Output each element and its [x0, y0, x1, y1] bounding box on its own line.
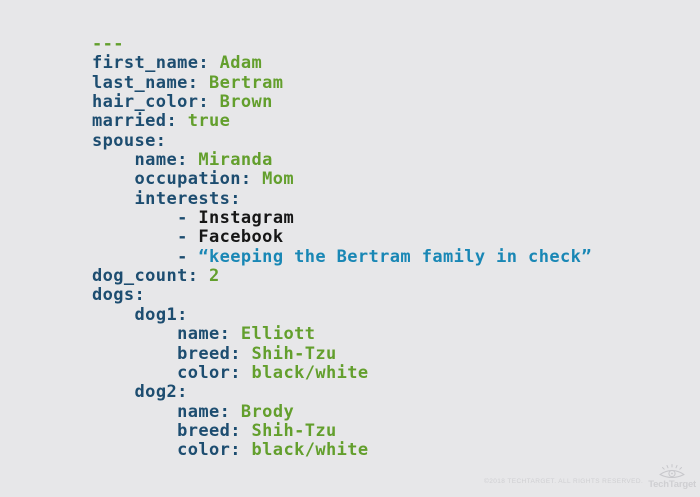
- code-line: married: true: [92, 112, 592, 131]
- code-line: color: black/white: [92, 441, 592, 460]
- code-segment-key: occupation:: [134, 169, 252, 190]
- code-segment-value: true: [177, 111, 231, 132]
- techtarget-logo: TechTarget: [648, 463, 696, 490]
- code-segment-key: breed:: [177, 343, 241, 364]
- code-segment-key: dog1:: [134, 304, 188, 325]
- code-line: occupation: Mom: [92, 170, 592, 189]
- copyright-text: ©2018 TECHTARGET. ALL RIGHTS RESERVED.: [484, 478, 644, 485]
- code-segment-value: ---: [92, 34, 124, 54]
- code-segment-key: name:: [177, 401, 231, 422]
- code-segment-key: married:: [92, 111, 178, 132]
- code-segment-key: -: [177, 208, 199, 229]
- code-segment-key: name:: [177, 324, 231, 345]
- code-segment-key: breed:: [177, 420, 241, 441]
- code-line: - Facebook: [92, 228, 592, 247]
- code-segment-key: hair_color:: [92, 92, 209, 113]
- code-segment-value: Miranda: [187, 150, 273, 171]
- code-segment-value: Brown: [208, 92, 273, 113]
- code-segment-key: -: [177, 246, 199, 267]
- code-line: spouse:: [92, 130, 592, 151]
- code-line: ---: [92, 34, 592, 54]
- code-line: dog1:: [92, 304, 592, 325]
- code-segment-key: spouse:: [92, 130, 167, 151]
- code-segment-key: -: [177, 227, 199, 248]
- code-line: color: black/white: [92, 362, 592, 383]
- code-segment-value: Shih-Tzu: [240, 420, 337, 441]
- code-segment-value: black/white: [240, 362, 369, 383]
- code-segment-key: color:: [177, 362, 241, 383]
- code-line: name: Brody: [92, 401, 592, 422]
- code-segment-value: Mom: [251, 169, 295, 190]
- code-line: dog2:: [92, 383, 592, 402]
- code-line: breed: Shih-Tzu: [92, 420, 592, 441]
- code-line: last_name: Bertram: [92, 72, 592, 93]
- code-segment-key: first_name:: [92, 53, 209, 74]
- techtarget-logo-text: TechTarget: [648, 478, 696, 490]
- code-segment-value: Brody: [230, 401, 295, 422]
- code-line: hair_color: Brown: [92, 92, 592, 113]
- code-segment-key: name:: [134, 150, 188, 171]
- code-line: - “keeping the Bertram family in check”: [92, 246, 592, 267]
- code-segment-key: dog_count:: [92, 266, 199, 287]
- code-segment-key: color:: [177, 440, 241, 461]
- code-segment-plain: Facebook: [198, 227, 284, 248]
- code-line: name: Elliott: [92, 324, 592, 345]
- code-segment-value: Bertram: [198, 72, 284, 93]
- code-segment-value: Elliott: [230, 324, 316, 345]
- code-line: dogs:: [92, 286, 592, 305]
- code-segment-key: last_name:: [92, 72, 199, 93]
- code-segment-string: “keeping the Bertram family in check”: [198, 246, 592, 267]
- code-line: interests:: [92, 188, 592, 209]
- code-line: dog_count: 2: [92, 266, 592, 287]
- code-segment-key: dogs:: [92, 285, 146, 306]
- code-segment-value: Adam: [208, 53, 263, 74]
- code-segment-key: interests:: [134, 188, 241, 209]
- code-line: name: Miranda: [92, 150, 592, 171]
- code-segment-key: dog2:: [134, 382, 188, 403]
- code-line: - Instagram: [92, 208, 592, 229]
- code-segment-plain: Instagram: [198, 208, 295, 229]
- eye-icon: [659, 463, 685, 478]
- code-segment-value: Shih-Tzu: [240, 343, 337, 364]
- code-segment-value: 2: [198, 266, 220, 287]
- watermark: ©2018 TECHTARGET. ALL RIGHTS RESERVED. T…: [484, 463, 696, 490]
- code-line: first_name: Adam: [92, 54, 592, 73]
- code-segment-value: black/white: [240, 440, 369, 461]
- code-line: breed: Shih-Tzu: [92, 343, 592, 364]
